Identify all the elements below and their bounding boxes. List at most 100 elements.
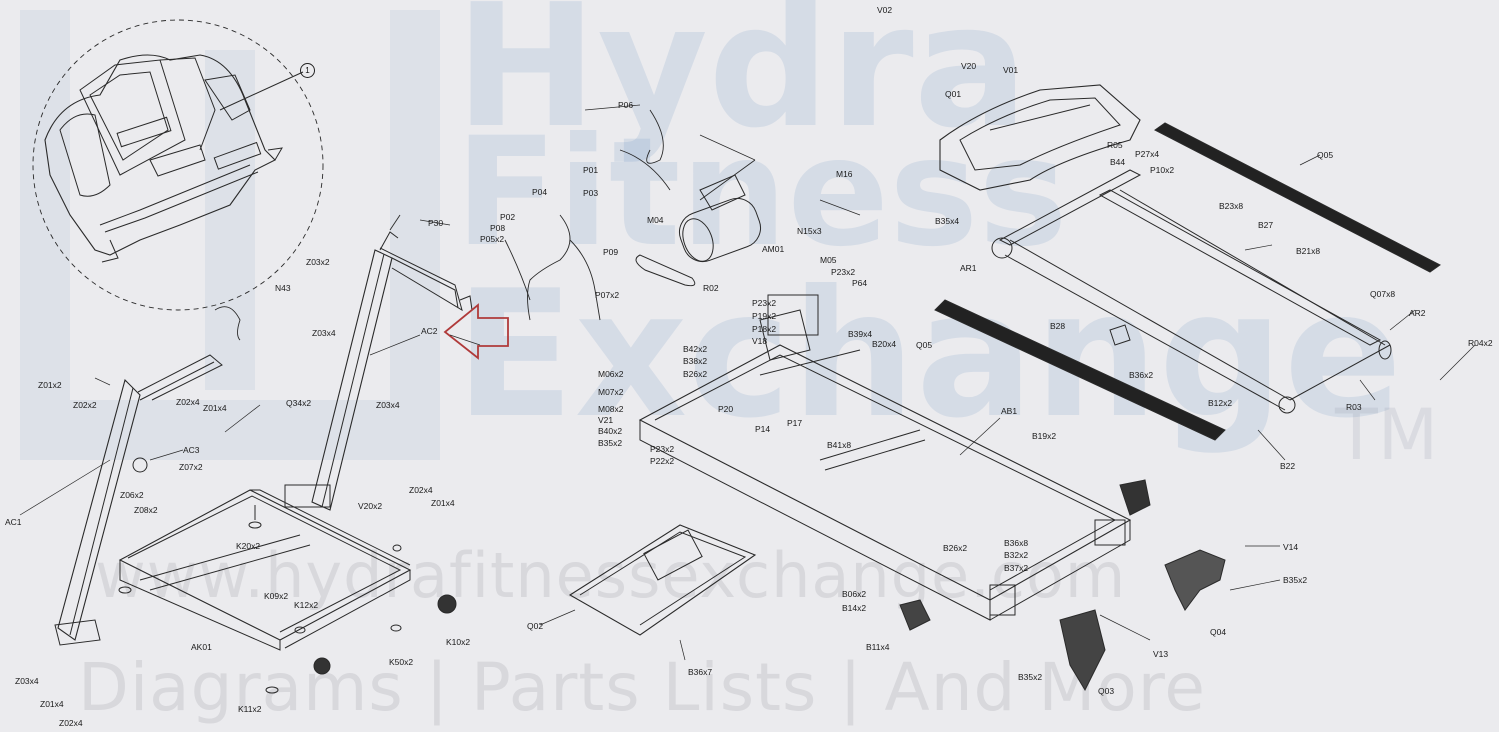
- end-caps: [899, 479, 1226, 692]
- pointer-arrow: [443, 303, 509, 360]
- part-label: P08: [490, 223, 506, 233]
- part-label: Z03x4: [15, 676, 39, 686]
- part-label: B39x4: [848, 329, 873, 339]
- part-label: Z03x2: [306, 257, 330, 267]
- part-label: Z01x4: [431, 498, 455, 508]
- part-label: B20x4: [872, 339, 897, 349]
- part-label: P30: [428, 218, 444, 228]
- part-label: P23x2: [831, 267, 856, 277]
- part-label: Q05: [1317, 150, 1334, 160]
- part-label: AR2: [1409, 308, 1426, 318]
- part-label: V02: [877, 5, 893, 15]
- part-label: Z02x4: [59, 718, 83, 728]
- part-label: P64: [852, 278, 868, 288]
- part-label: V13: [1153, 649, 1169, 659]
- part-label: N43: [275, 283, 291, 293]
- main-frame: [638, 344, 1132, 621]
- part-label: Z02x4: [409, 485, 433, 495]
- part-label: Q02: [527, 621, 544, 631]
- part-label: N15x3: [797, 226, 822, 236]
- part-label: K20x2: [236, 541, 261, 551]
- part-label: AC1: [5, 517, 22, 527]
- part-label: Z07x2: [179, 462, 203, 472]
- part-label: AC3: [183, 445, 200, 455]
- part-label: Q34x2: [286, 398, 312, 408]
- part-label: AB1: [1001, 406, 1018, 416]
- part-label: B32x2: [1004, 550, 1029, 560]
- part-label: V20: [961, 61, 977, 71]
- left-upright: [54, 354, 223, 646]
- part-label: R02: [703, 283, 719, 293]
- part-label: Q01: [945, 89, 962, 99]
- motor-hood: [939, 84, 1141, 191]
- part-label: B12x2: [1208, 398, 1233, 408]
- wiring: [214, 109, 756, 341]
- part-label: R04x2: [1468, 338, 1493, 348]
- part-label: B36x2: [1129, 370, 1154, 380]
- part-label: P23x2: [650, 444, 675, 454]
- part-label: P17: [787, 418, 803, 428]
- part-label: K09x2: [264, 591, 289, 601]
- part-label: V01: [1003, 65, 1019, 75]
- part-label: B11x4: [866, 642, 890, 652]
- part-label: B14x2: [842, 603, 867, 613]
- part-label: B26x2: [943, 543, 968, 553]
- part-label: AC2: [421, 326, 438, 336]
- part-label: R03: [1346, 402, 1362, 412]
- part-label: M08x2: [598, 404, 624, 414]
- part-label: Z01x4: [203, 403, 227, 413]
- part-label: B35x2: [1283, 575, 1308, 585]
- part-label: AR1: [960, 263, 977, 273]
- part-label: V21: [598, 415, 614, 425]
- part-label: Q03: [1098, 686, 1115, 696]
- part-label: B44: [1110, 157, 1126, 167]
- part-label: Z02x2: [73, 400, 97, 410]
- deck-rails: [934, 122, 1441, 441]
- motor-pan: [568, 524, 757, 636]
- part-label: B40x2: [598, 426, 623, 436]
- part-label: B28: [1050, 321, 1066, 331]
- base-frame: [118, 489, 412, 694]
- part-label: Z02x4: [176, 397, 200, 407]
- part-label: B35x4: [935, 216, 960, 226]
- part-label: P27x4: [1135, 149, 1160, 159]
- part-label: B06x2: [842, 589, 867, 599]
- part-label: P14: [755, 424, 771, 434]
- part-label: B35x2: [598, 438, 623, 448]
- part-label: B37x2: [1004, 563, 1029, 573]
- part-label: B26x2: [683, 369, 708, 379]
- part-label: K12x2: [294, 600, 319, 610]
- part-label: B19x2: [1032, 431, 1057, 441]
- part-label: M16: [836, 169, 853, 179]
- part-label: B27: [1258, 220, 1274, 230]
- leader-lines: [19, 104, 1476, 661]
- part-label: P04: [532, 187, 548, 197]
- part-label: P23x2: [752, 298, 777, 308]
- part-label: K10x2: [446, 637, 471, 647]
- part-label: B21x8: [1296, 246, 1321, 256]
- part-label: B38x2: [683, 356, 708, 366]
- part-label: Q07x8: [1370, 289, 1396, 299]
- part-label: Q05: [916, 340, 933, 350]
- part-label: P06: [618, 100, 634, 110]
- part-label: K11x2: [238, 704, 262, 714]
- part-label: P10x2: [1150, 165, 1175, 175]
- part-label: B36x8: [1004, 538, 1029, 548]
- part-label: P18x2: [752, 324, 777, 334]
- part-label: P20: [718, 404, 734, 414]
- part-label: AM01: [762, 244, 785, 254]
- part-label: M07x2: [598, 387, 624, 397]
- part-label: V20x2: [358, 501, 383, 511]
- part-label: B23x8: [1219, 201, 1244, 211]
- part-label: P07x2: [595, 290, 620, 300]
- part-label: B41x8: [827, 440, 852, 450]
- part-label: AK01: [191, 642, 212, 652]
- part-label: V18: [752, 336, 768, 346]
- part-label: R05: [1107, 140, 1123, 150]
- part-label: Z06x2: [120, 490, 144, 500]
- motor-assembly: [635, 174, 819, 361]
- part-label: P03: [583, 188, 599, 198]
- part-label: P02: [500, 212, 516, 222]
- part-label: P09: [603, 247, 619, 257]
